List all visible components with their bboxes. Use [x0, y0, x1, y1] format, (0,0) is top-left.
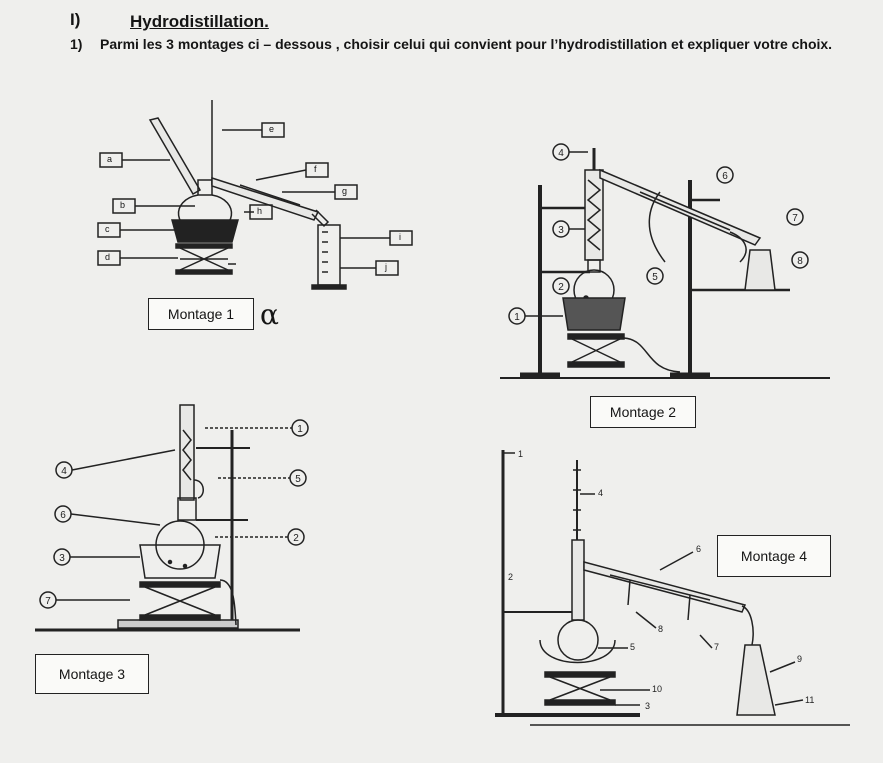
- svg-text:4: 4: [61, 466, 67, 477]
- montage4-label: Montage 4: [717, 535, 831, 577]
- svg-text:6: 6: [60, 510, 66, 521]
- svg-text:5: 5: [630, 642, 635, 652]
- svg-text:1: 1: [297, 424, 303, 435]
- montage1-label: Montage 1: [148, 298, 254, 330]
- montage2-diagram: 4 3 2 1 6 7 8 5: [500, 143, 830, 379]
- svg-text:7: 7: [714, 642, 719, 652]
- question-number: 1): [70, 36, 83, 52]
- svg-text:9: 9: [797, 654, 802, 664]
- montage1-handwritten-mark: α: [260, 298, 279, 331]
- svg-text:5: 5: [295, 474, 301, 485]
- montage2-label: Montage 2: [590, 396, 696, 428]
- m1-callout-f: f: [314, 164, 317, 174]
- montage1-diagram: [97, 100, 413, 290]
- m1-callout-a: a: [107, 154, 113, 164]
- svg-text:3: 3: [558, 225, 564, 236]
- svg-text:2: 2: [558, 282, 564, 293]
- section-title: Hydrodistillation.: [130, 12, 269, 31]
- svg-text:6: 6: [696, 544, 701, 554]
- svg-text:1: 1: [518, 449, 523, 459]
- svg-text:3: 3: [59, 553, 65, 564]
- m1-callout-h: h: [257, 206, 263, 216]
- svg-text:4: 4: [598, 488, 603, 498]
- svg-text:1: 1: [514, 312, 520, 323]
- svg-text:4: 4: [558, 148, 564, 159]
- m1-callout-g: g: [342, 186, 348, 196]
- svg-text:11: 11: [805, 695, 814, 705]
- m1-callout-b: b: [120, 200, 126, 210]
- m1-callout-j: j: [385, 262, 387, 272]
- svg-text:8: 8: [797, 256, 803, 267]
- svg-text:6: 6: [722, 171, 728, 182]
- svg-text:2: 2: [293, 533, 299, 544]
- m1-callout-d: d: [105, 252, 111, 262]
- svg-text:5: 5: [652, 272, 658, 283]
- svg-text:8: 8: [658, 624, 663, 634]
- montage3-diagram: 1 5 2 4 6 3 7: [35, 404, 309, 632]
- m1-callout-e: e: [269, 124, 275, 134]
- svg-text:7: 7: [45, 596, 51, 607]
- svg-text:2: 2: [508, 572, 513, 582]
- montage3-label: Montage 3: [35, 654, 149, 694]
- section-number: I): [70, 10, 81, 29]
- svg-text:10: 10: [652, 684, 662, 694]
- montage4-diagram: 1 2 3 4 5 6 7 8 9 10 11: [495, 449, 850, 726]
- question-text: Parmi les 3 montages ci – dessous , choi…: [100, 36, 833, 52]
- svg-text:3: 3: [645, 701, 650, 711]
- svg-text:7: 7: [792, 213, 798, 224]
- m1-callout-i: i: [399, 232, 401, 242]
- m1-callout-c: c: [105, 224, 110, 234]
